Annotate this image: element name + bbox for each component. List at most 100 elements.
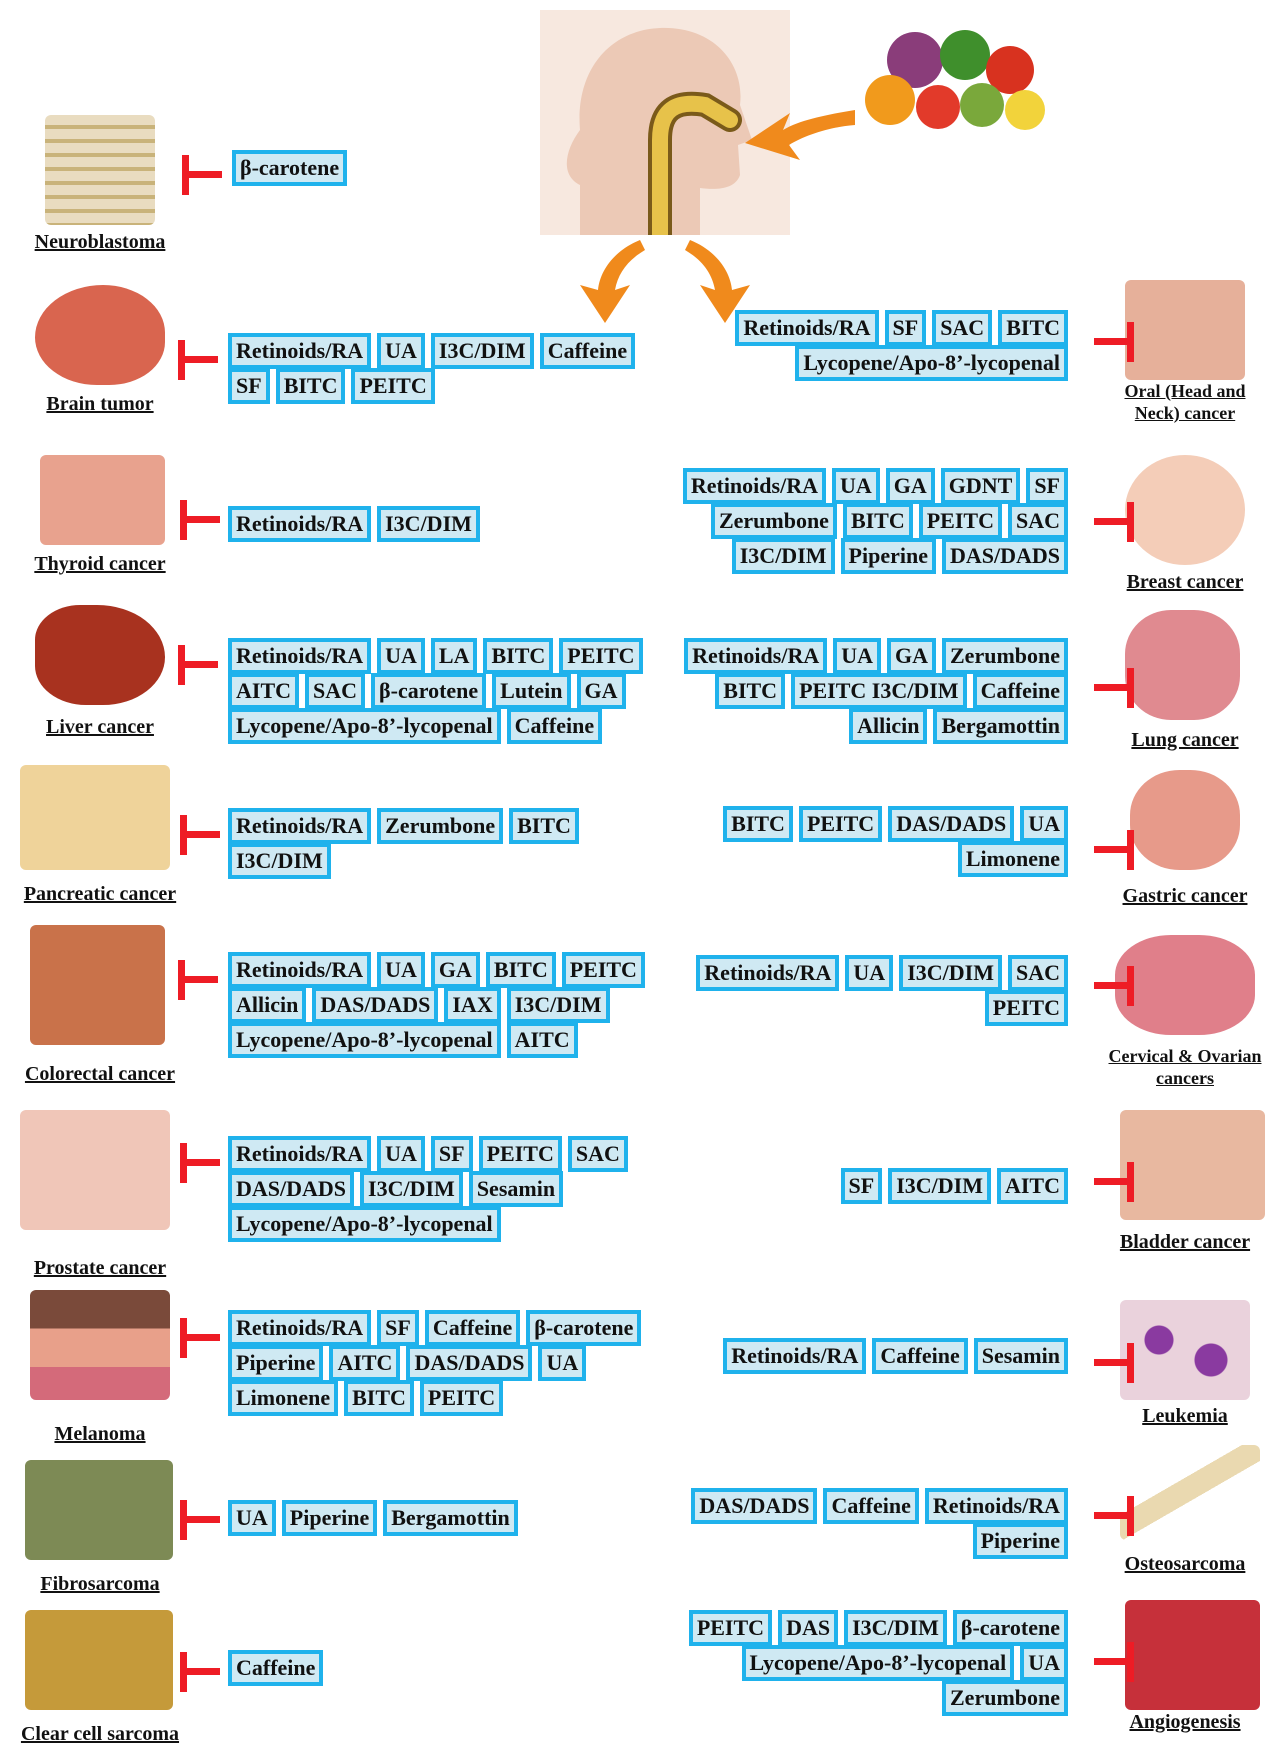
left-cancer-label: Melanoma <box>10 1422 190 1446</box>
compound-tag: Caffeine <box>507 708 602 744</box>
compound-tag: Piperine <box>841 538 936 574</box>
compound-tag: BITC <box>723 806 793 842</box>
inhibition-stem <box>178 356 218 363</box>
inhibition-stem <box>1094 338 1134 345</box>
compound-tag: DAS/DADS <box>228 1171 354 1207</box>
compound-row: BITCPEITCDAS/DADSUA <box>717 806 1068 842</box>
inhibition-stem <box>1094 1178 1134 1185</box>
compound-tag: UA <box>1020 1645 1068 1681</box>
compound-row: Retinoids/RASFSACBITC <box>729 310 1068 346</box>
compound-tag: Retinoids/RA <box>228 952 371 988</box>
inhibition-stem <box>1094 518 1134 525</box>
compound-tag: GA <box>577 673 626 709</box>
compound-row: Lycopene/Apo-8’-lycopenal <box>228 1206 507 1242</box>
compound-tag: I3C/DIM <box>360 1171 463 1207</box>
compound-tag: Zerumbone <box>942 638 1068 674</box>
prostate-image <box>20 1110 170 1230</box>
compound-tag: DAS/DADS <box>312 987 438 1023</box>
compound-tag: SF <box>377 1310 419 1346</box>
compound-row: Retinoids/RAUASFPEITCSAC <box>228 1136 634 1172</box>
compound-tag: Lycopene/Apo-8’-lycopenal <box>228 708 501 744</box>
inhibition-marker <box>180 1318 224 1358</box>
compound-row: PEITCDASI3C/DIMβ-carotene <box>683 1610 1068 1646</box>
compound-tag: GDNT <box>941 468 1021 504</box>
compound-tag: UA <box>833 638 881 674</box>
compound-row: Retinoids/RAI3C/DIM <box>228 506 486 542</box>
colon-image <box>30 925 165 1045</box>
compound-row: DAS/DADSI3C/DIMSesamin <box>228 1171 569 1207</box>
inhibition-marker <box>1090 502 1134 542</box>
compound-tag: I3C/DIM <box>377 506 480 542</box>
compound-tag: GA <box>887 638 936 674</box>
compound-tag: BITC <box>344 1380 414 1416</box>
inhibition-stem <box>180 1668 220 1675</box>
compound-tag: I3C/DIM <box>888 1168 991 1204</box>
compound-tag: AITC <box>228 673 299 709</box>
compound-tag: Caffeine <box>973 673 1068 709</box>
inhibition-stem <box>182 171 222 178</box>
compound-tag: SF <box>841 1168 883 1204</box>
compound-row: Retinoids/RAUAI3C/DIMSAC <box>690 955 1068 991</box>
leukemia-cells-image <box>1120 1300 1250 1400</box>
stomach-image <box>1130 770 1240 870</box>
compound-row: BITCPEITC I3C/DIMCaffeine <box>709 673 1068 709</box>
oral-cavity-image <box>1125 280 1245 380</box>
compound-tag: DAS/DADS <box>406 1345 532 1381</box>
compound-tag: Retinoids/RA <box>228 1310 371 1346</box>
compound-row: Retinoids/RAUAGAZerumbone <box>678 638 1068 674</box>
fibrosarcoma-image <box>25 1460 173 1560</box>
compound-tag: PEITC <box>985 990 1068 1026</box>
compound-tag: GA <box>431 952 480 988</box>
left-cancer-label: Pancreatic cancer <box>10 882 190 906</box>
compound-tag: β-carotene <box>232 150 347 186</box>
uterus-ovaries-image <box>1115 935 1255 1035</box>
compound-tag: PEITC <box>562 952 645 988</box>
compound-tag: I3C/DIM <box>899 955 1002 991</box>
inhibition-marker <box>180 1143 224 1183</box>
compound-tag: SAC <box>568 1136 628 1172</box>
compound-tag: BITC <box>509 808 579 844</box>
inhibition-marker <box>180 1500 224 1540</box>
inhibition-marker <box>178 340 222 380</box>
left-cancer-label: Neuroblastoma <box>10 230 190 254</box>
down-arrow-left <box>560 235 650 325</box>
lungs-image <box>1125 610 1240 720</box>
compound-tag: Retinoids/RA <box>228 638 371 674</box>
compound-tag: AITC <box>507 1022 578 1058</box>
compound-tag: Piperine <box>228 1345 323 1381</box>
compound-row: Lycopene/Apo-8’-lycopenal <box>789 345 1068 381</box>
breast-image <box>1125 455 1245 565</box>
inhibition-marker <box>1090 1162 1134 1202</box>
compound-tag: PEITC <box>689 1610 772 1646</box>
clear-cell-sarcoma-image <box>25 1610 173 1710</box>
inhibition-marker <box>180 815 224 855</box>
compound-tag: PEITC <box>420 1380 503 1416</box>
compound-row: SFI3C/DIMAITC <box>835 1168 1068 1204</box>
compound-tag: I3C/DIM <box>507 987 610 1023</box>
compound-tag: BITC <box>715 673 785 709</box>
compound-tag: Caffeine <box>228 1650 323 1686</box>
compound-tag: I3C/DIM <box>844 1610 947 1646</box>
compound-tag: Sesamin <box>974 1338 1068 1374</box>
compound-tag: DAS/DADS <box>942 538 1068 574</box>
compound-tag: PEITC <box>479 1136 562 1172</box>
brain-image <box>35 285 165 385</box>
inhibition-stem <box>1094 982 1134 989</box>
compound-tag: UA <box>377 638 425 674</box>
spine-image <box>45 115 155 225</box>
compound-tag: Piperine <box>973 1523 1068 1559</box>
compound-row: ZerumboneBITCPEITCSAC <box>705 503 1068 539</box>
compound-tag: Caffeine <box>540 333 635 369</box>
compound-tag: Retinoids/RA <box>228 808 371 844</box>
compound-row: LimoneneBITCPEITC <box>228 1380 509 1416</box>
thyroid-image <box>40 455 165 545</box>
left-cancer-label: Liver cancer <box>10 715 190 739</box>
compound-tag: Lycopene/Apo-8’-lycopenal <box>742 1645 1015 1681</box>
inhibition-stem <box>180 1159 220 1166</box>
compound-tag: Retinoids/RA <box>228 506 371 542</box>
compound-row: Caffeine <box>228 1650 329 1686</box>
inhibition-marker <box>1090 966 1134 1006</box>
compound-tag: AITC <box>329 1345 400 1381</box>
compound-tag: Zerumbone <box>711 503 837 539</box>
compound-tag: SF <box>228 368 270 404</box>
